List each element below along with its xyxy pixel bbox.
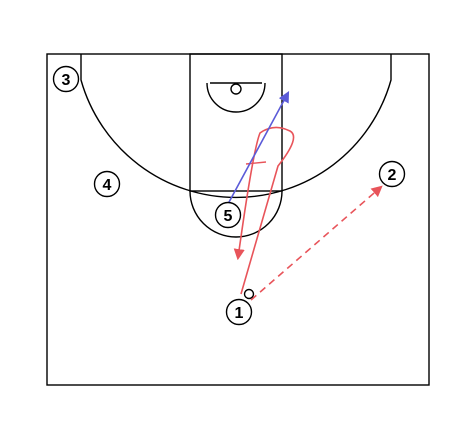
screen-move-5 — [227, 91, 290, 205]
free-throw-circle — [189, 190, 283, 238]
three-point-line — [80, 54, 392, 199]
player-5-label: 5 — [224, 208, 233, 225]
player-4-label: 4 — [103, 177, 112, 194]
player-3-label: 3 — [62, 72, 71, 89]
restricted-arc — [206, 82, 266, 113]
player-2[interactable]: 2 — [378, 160, 406, 188]
player-4[interactable]: 4 — [93, 170, 121, 198]
player-1[interactable]: 1 — [225, 298, 253, 326]
player-3[interactable]: 3 — [52, 65, 80, 93]
cut-path-1 — [233, 126, 295, 295]
rim — [230, 83, 242, 95]
player-2-label: 2 — [388, 167, 397, 184]
paint-lane — [189, 53, 283, 192]
pass-line-1-to-2 — [250, 185, 383, 301]
actions — [227, 91, 383, 301]
court-lines — [46, 53, 430, 386]
players: 1 2 3 4 5 — [52, 65, 406, 326]
player-1-label: 1 — [235, 305, 244, 322]
ball-icon — [243, 288, 255, 300]
player-5[interactable]: 5 — [214, 201, 242, 229]
